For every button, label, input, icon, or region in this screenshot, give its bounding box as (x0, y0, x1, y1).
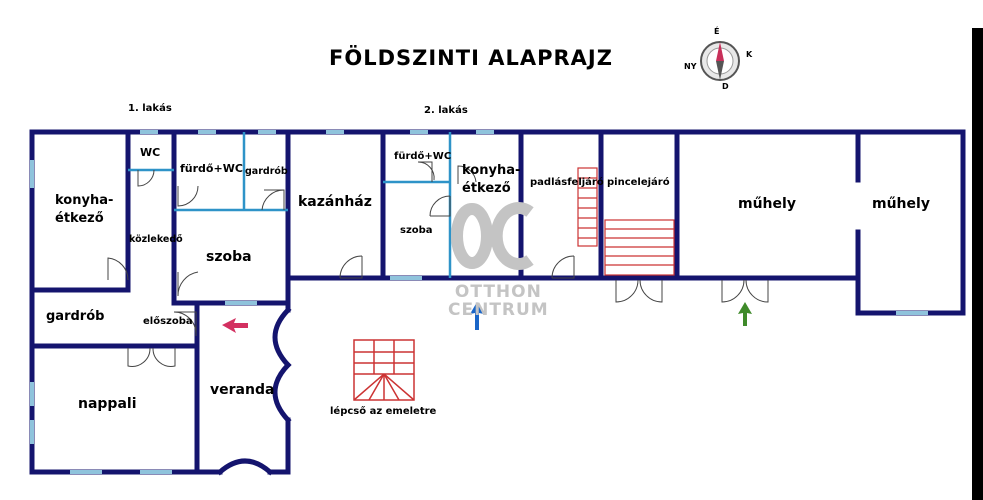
room-nappali: nappali (78, 396, 137, 412)
room-konyha-1-b: étkező (55, 211, 104, 226)
room-szoba-2: szoba (400, 225, 433, 236)
entrance-arrow-red (222, 318, 248, 333)
room-konyha-1-a: konyha- (55, 193, 114, 208)
edge-bar (972, 28, 983, 500)
room-furdo-wc-1: fürdő+WC (180, 162, 243, 175)
room-kazanhaz: kazánház (298, 194, 372, 210)
entrance-arrow-green (738, 302, 752, 326)
staircase-label: lépcső az emeletre (330, 406, 437, 417)
room-konyha-2-a: konyha- (462, 163, 521, 178)
doors (107, 161, 769, 367)
room-muhely-2: műhely (872, 196, 930, 212)
room-veranda: veranda (210, 382, 275, 398)
room-muhely-1: műhely (738, 196, 796, 212)
room-gardrob-small: gardrób (245, 166, 288, 177)
upper-floor-staircase (353, 339, 415, 401)
compass-south: D (722, 82, 729, 91)
compass-icon (700, 41, 740, 81)
compass-north: É (714, 27, 720, 36)
watermark: OTTHON CENTRUM (448, 282, 549, 320)
room-konyha-2-b: étkező (462, 181, 511, 196)
compass-east: K (746, 50, 753, 59)
entrance-arrow-blue (470, 302, 484, 330)
watermark-line-1: OTTHON (454, 282, 542, 302)
room-furdo-wc-2: fürdő+WC (394, 151, 452, 162)
room-wc: WC (140, 146, 161, 159)
room-kozlekedo: közlekedő (129, 234, 183, 245)
watermark-line-2: CENTRUM (448, 299, 549, 320)
room-eloszoba: előszoba (143, 316, 193, 327)
attic-stairs (577, 167, 598, 247)
apartment-2-label: 2. lakás (424, 105, 468, 116)
apartment-1-label: 1. lakás (128, 103, 172, 114)
windows (30, 130, 928, 474)
plan-title: FÖLDSZINTI ALAPRAJZ (329, 46, 613, 70)
room-padlasfeljaro: padlásfeljáró (530, 177, 604, 188)
compass-west: NY (684, 62, 697, 71)
watermark-logo-shape (451, 202, 534, 270)
room-pincelejaro: pincelejáró (607, 177, 670, 188)
room-gardrob: gardrób (46, 309, 105, 324)
room-szoba-1: szoba (206, 249, 252, 265)
cellar-stairs (604, 219, 675, 276)
